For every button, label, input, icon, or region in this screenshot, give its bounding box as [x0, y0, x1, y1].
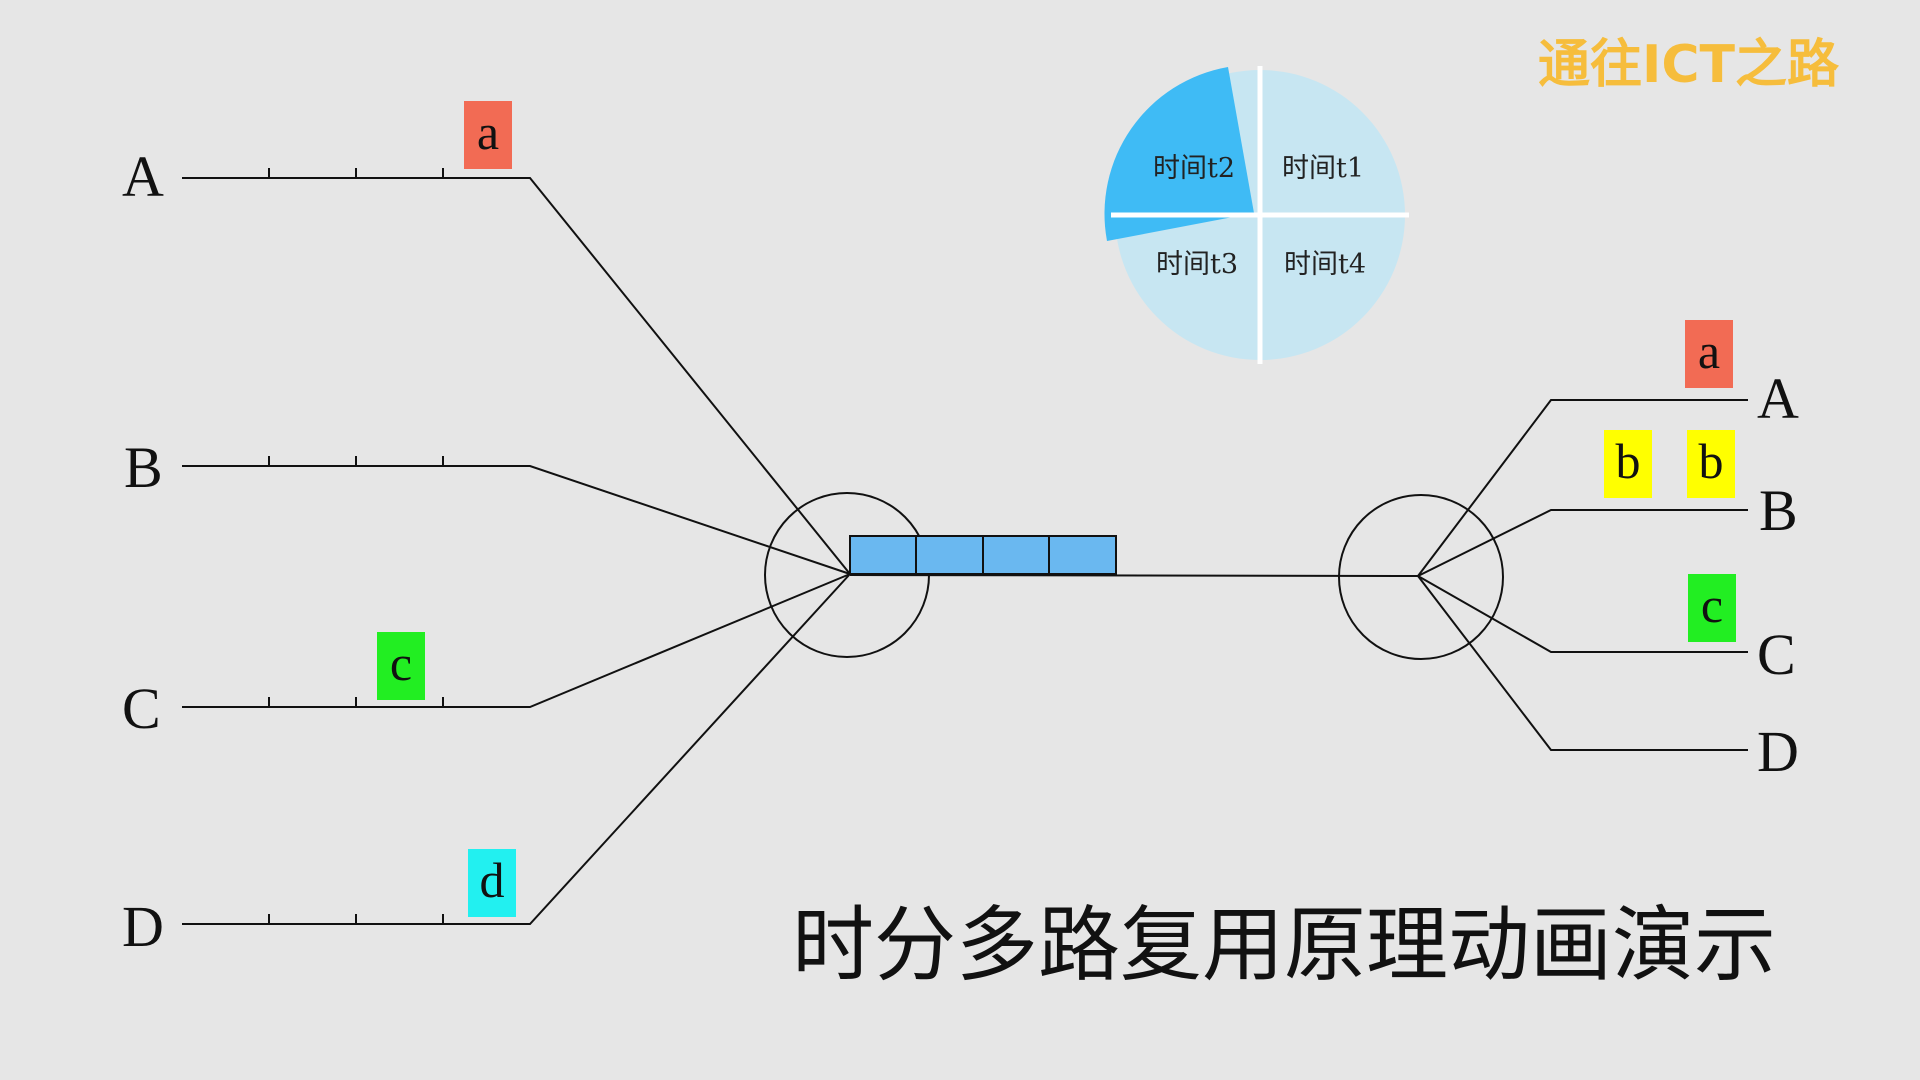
- packet-label: c: [390, 635, 412, 691]
- pie-slice-t4: [1260, 215, 1405, 360]
- demultiplexer-circle: [1338, 494, 1504, 660]
- output-packet-b-2: b: [1687, 430, 1735, 498]
- output-label-d: D: [1757, 719, 1799, 784]
- time-slot-pie: 时间t1 时间t2 时间t3 时间t4: [1104, 66, 1409, 364]
- output-label-a: A: [1757, 366, 1799, 431]
- packet-label: b: [1616, 433, 1641, 489]
- time-slot: [915, 535, 984, 575]
- packet-label: d: [480, 852, 505, 908]
- pie-label-t4: 时间t4: [1284, 249, 1366, 280]
- pie-slice-t2-highlight: [1104, 67, 1254, 241]
- time-slot: [1048, 535, 1117, 575]
- input-label-a: A: [122, 144, 164, 209]
- packet-box: [1604, 430, 1652, 498]
- packet-box: [1688, 574, 1736, 642]
- packet-label: b: [1699, 433, 1724, 489]
- pie-label-t3: 时间t3: [1156, 249, 1238, 280]
- input-packet-c: c: [377, 632, 425, 700]
- output-packet-b-1: b: [1604, 430, 1652, 498]
- input-line-b: [182, 465, 851, 575]
- packet-box: [468, 849, 516, 917]
- packet-box: [377, 632, 425, 700]
- packet-box: [1687, 430, 1735, 498]
- packet-label: a: [1698, 323, 1720, 379]
- input-line-a: [182, 177, 851, 575]
- output-line-a: [1417, 399, 1748, 577]
- input-line-c: [182, 573, 851, 708]
- pie-label-t1: 时间t1: [1282, 153, 1364, 184]
- output-packet-c: c: [1688, 574, 1736, 642]
- input-line-d: [182, 573, 851, 925]
- input-lines: [182, 168, 851, 925]
- output-label-b: B: [1759, 478, 1798, 543]
- output-packet-a: a: [1685, 320, 1733, 388]
- output-lines: [1417, 399, 1748, 751]
- output-label-c: C: [1757, 622, 1796, 687]
- input-label-c: C: [122, 676, 161, 741]
- output-line-c: [1417, 575, 1748, 653]
- packet-label: c: [1701, 577, 1723, 633]
- input-label-b: B: [124, 435, 163, 500]
- time-slot: [849, 535, 917, 575]
- input-label-d: D: [122, 894, 164, 959]
- time-slots: [849, 535, 1117, 575]
- pie-slice-t3: [1115, 215, 1260, 360]
- packet-label: a: [477, 104, 499, 160]
- shared-channel-line: [849, 574, 1421, 577]
- time-slot: [982, 535, 1050, 575]
- brand-logo: 通往ICT之路: [1538, 35, 1840, 95]
- output-line-b: [1417, 509, 1748, 577]
- output-line-d: [1417, 575, 1748, 751]
- pie-slice-t1: [1260, 70, 1405, 215]
- page-title: 时分多路复用原理动画演示: [792, 898, 1776, 993]
- input-packet-d: d: [468, 849, 516, 917]
- packet-box: [1685, 320, 1733, 388]
- packet-box: [464, 101, 512, 169]
- input-packet-a: a: [464, 101, 512, 169]
- pie-label-t2: 时间t2: [1153, 153, 1235, 184]
